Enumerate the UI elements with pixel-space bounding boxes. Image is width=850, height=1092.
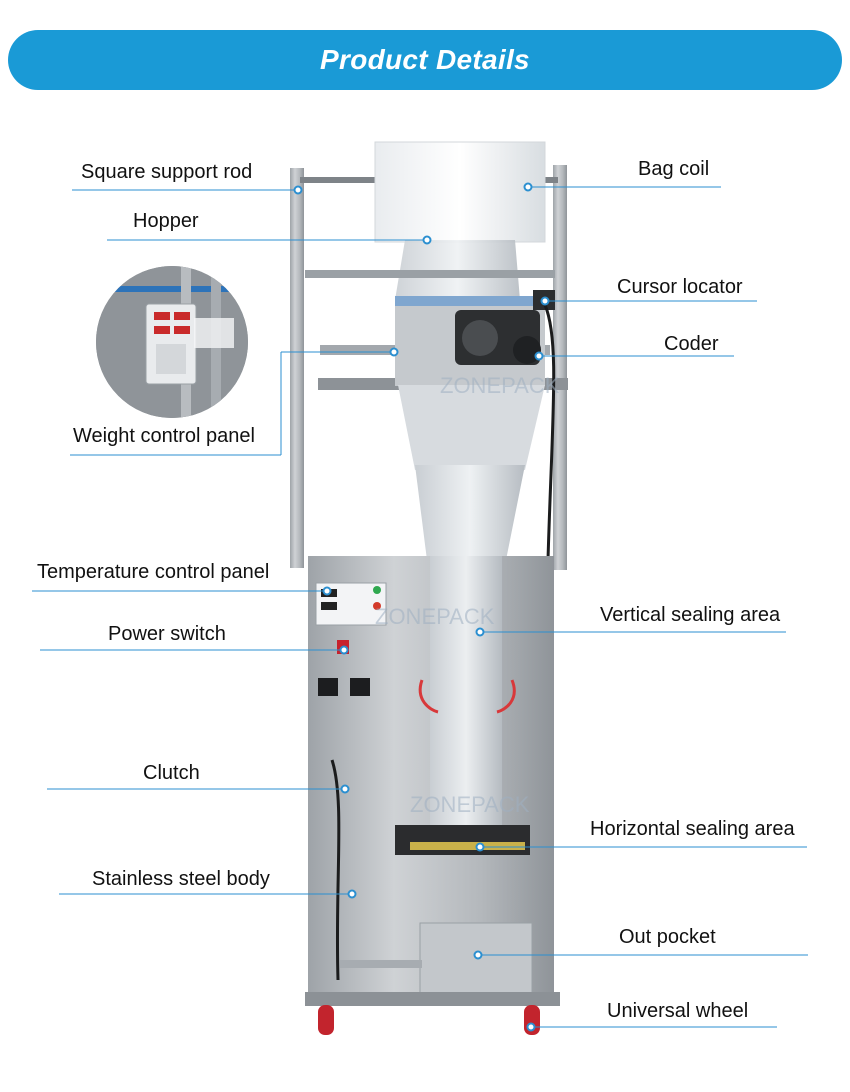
horizontal-sealer	[410, 842, 525, 850]
left-frame-post	[290, 168, 304, 568]
label-vertical-sealing-area: Vertical sealing area	[600, 604, 781, 626]
label-power-switch: Power switch	[108, 623, 226, 645]
label-universal-wheel: Universal wheel	[607, 1000, 749, 1022]
hopper	[398, 385, 545, 470]
bag-coil	[374, 141, 546, 243]
label-square-support-rod: Square support rod	[81, 161, 253, 183]
label-hopper: Hopper	[133, 210, 199, 232]
label-clutch: Clutch	[143, 762, 200, 784]
label-horizontal-sealing-area: Horizontal sealing area	[590, 818, 795, 840]
label-coder: Coder	[664, 333, 719, 355]
right-frame-post	[553, 165, 567, 570]
wheel-left	[318, 1005, 334, 1035]
watermark-3: ZONEPACK	[410, 792, 530, 817]
label-cursor-locator: Cursor locator	[617, 276, 743, 298]
watermark-2: ZONEPACK	[375, 604, 495, 629]
label-stainless-steel-body: Stainless steel body	[92, 868, 270, 890]
label-bag-coil: Bag coil	[638, 158, 710, 180]
weight-control-panel-zoom	[96, 266, 248, 418]
label-temperature-control-panel: Temperature control panel	[37, 561, 270, 583]
page-title: Product Details	[320, 44, 530, 75]
header-banner: Product Details	[8, 30, 842, 90]
label-out-pocket: Out pocket	[619, 926, 716, 948]
watermark-1: ZONEPACK	[440, 373, 560, 398]
label-weight-control-panel: Weight control panel	[73, 425, 255, 447]
